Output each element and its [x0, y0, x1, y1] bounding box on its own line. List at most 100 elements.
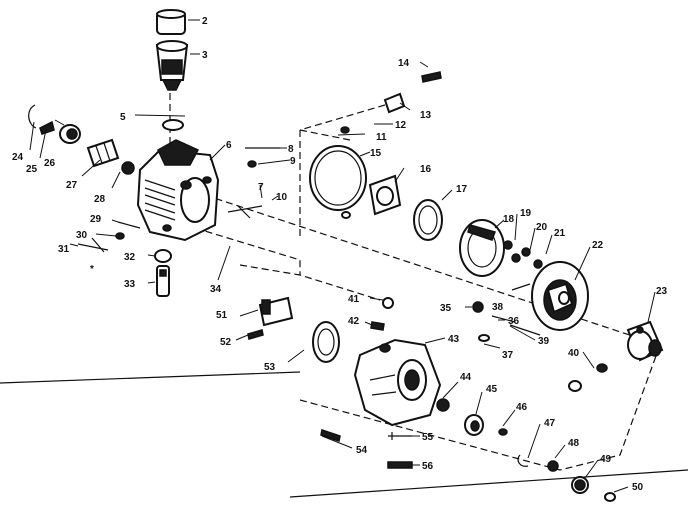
part-43-motor-flange — [353, 338, 442, 427]
part-47-clip — [517, 454, 529, 467]
assembly-axis-main — [204, 194, 661, 346]
callout-13: 13 — [420, 110, 432, 121]
callout-5: 5 — [120, 112, 126, 123]
part-28-plug — [121, 161, 135, 175]
callout-42: 42 — [348, 316, 360, 327]
part-33-valve — [156, 265, 170, 297]
part-8-nut — [247, 160, 257, 168]
part-39-pin — [509, 324, 541, 336]
part-5-oring — [162, 119, 184, 131]
callout-6: 6 — [226, 140, 232, 151]
callout-30: 30 — [76, 230, 88, 241]
callout-49: 49 — [600, 454, 612, 465]
callout-11: 11 — [376, 132, 387, 143]
callout-48: 48 — [568, 438, 580, 449]
part-19-nut — [503, 240, 513, 250]
part-52-key — [247, 329, 264, 340]
part-15-oring — [309, 145, 367, 211]
callout-33: 33 — [124, 279, 136, 290]
callout-55: 55 — [422, 432, 434, 443]
part-36-pin — [491, 315, 516, 323]
part-42-bolt — [370, 321, 385, 331]
part-15b-small-ring — [341, 211, 351, 219]
callout-2: 2 — [202, 16, 208, 27]
part-6-pump-housing — [136, 139, 220, 242]
part-50-washer — [604, 492, 616, 502]
callout-26: 26 — [44, 158, 56, 169]
callout-22: 22 — [592, 240, 604, 251]
part-48-nut — [547, 460, 559, 472]
callout-9: 9 — [290, 156, 296, 167]
callout-52: 52 — [220, 337, 232, 348]
callout-47: 47 — [544, 418, 556, 429]
part-53-ring — [312, 321, 340, 363]
part-40-nut — [596, 363, 608, 373]
assembly-axis-lower — [194, 227, 301, 275]
assembly-axis-upper — [299, 129, 351, 240]
callout-16: 16 — [420, 164, 432, 175]
part-19b-nut — [511, 253, 521, 263]
part-55-bolt — [388, 432, 412, 440]
callout-37: 37 — [502, 350, 514, 361]
part-3-filter — [155, 40, 189, 91]
part-22-impeller — [531, 261, 589, 331]
part-37-washer — [478, 334, 490, 342]
part-54-bolt — [320, 429, 341, 442]
callout-15: 15 — [370, 148, 382, 159]
part-2-cap — [156, 9, 186, 35]
callout-25: 25 — [26, 164, 38, 175]
part-31-screw — [77, 237, 109, 253]
callout-35: 35 — [440, 303, 452, 314]
part-32-cap — [154, 249, 172, 263]
callout-20: 20 — [536, 222, 548, 233]
assembly-axis-bottom — [299, 344, 661, 471]
callout-8: 8 — [288, 144, 294, 155]
part-18-diffuser — [459, 219, 505, 277]
callout-46: 46 — [516, 402, 528, 413]
callout-28: 28 — [94, 194, 106, 205]
part-41-nut — [382, 297, 394, 309]
callout-23: 23 — [656, 286, 668, 297]
part-24-clip — [28, 104, 37, 129]
part-38-key — [511, 283, 531, 291]
part-14-pin — [421, 71, 442, 83]
callout-21: 21 — [554, 228, 566, 239]
callout-53: 53 — [264, 362, 276, 373]
base-line-right — [289, 469, 688, 498]
part-56-bolt — [387, 461, 413, 469]
callout-10: 10 — [276, 192, 288, 203]
callout-34: 34 — [210, 284, 222, 295]
part-30-nut — [115, 232, 125, 240]
callout-51: 51 — [216, 310, 228, 321]
part-25-washer — [39, 120, 55, 135]
callout-36: 36 — [508, 316, 520, 327]
part-49-cap — [571, 476, 589, 494]
callout-50: 50 — [632, 482, 644, 493]
part-9-screw — [227, 205, 263, 219]
callout-17: 17 — [456, 184, 468, 195]
part-46-washer — [498, 428, 508, 436]
part-11-washer — [340, 126, 350, 134]
part-45-bearing — [464, 414, 484, 436]
base-line-left — [0, 371, 301, 384]
part-40b-washer — [568, 380, 582, 392]
callout-7: 7 — [258, 182, 264, 193]
part-27-nipple — [86, 138, 120, 168]
asterisk-mark: * — [90, 264, 94, 275]
callout-29: 29 — [90, 214, 102, 225]
callout-40: 40 — [568, 348, 580, 359]
part-51-shaft — [258, 296, 294, 327]
callout-54: 54 — [356, 445, 368, 456]
callout-45: 45 — [486, 384, 498, 395]
callout-31: 31 — [58, 244, 70, 255]
callout-44: 44 — [460, 372, 472, 383]
callout-38: 38 — [492, 302, 504, 313]
part-35-nut — [472, 301, 484, 313]
part-23-bearing — [626, 320, 664, 362]
part-26-nut — [59, 124, 81, 144]
callout-18: 18 — [503, 214, 515, 225]
callout-12: 12 — [395, 120, 407, 131]
callout-39: 39 — [538, 336, 550, 347]
